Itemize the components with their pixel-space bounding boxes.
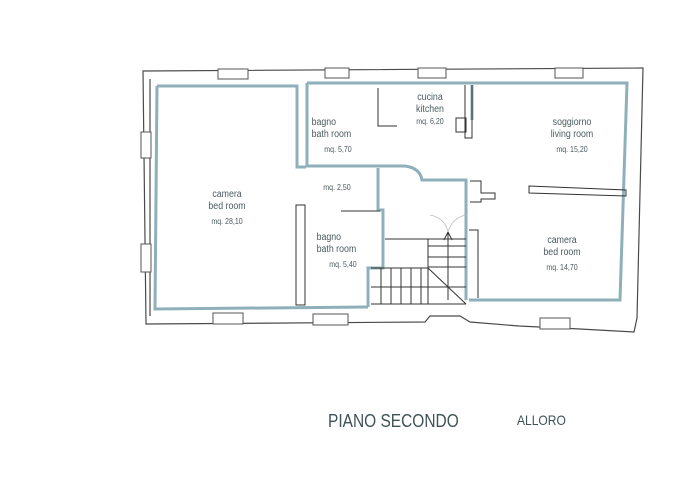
- room-label-camera-2: camera bed room mq. 14,70: [531, 235, 593, 274]
- room-label-camera-1: camera bed room mq. 28,10: [196, 189, 258, 228]
- room-area: mq. 5,40: [329, 260, 357, 269]
- room-label-bagno-1: bagno bath room mq. 5,70: [312, 117, 365, 156]
- room-name-en: bed room: [208, 201, 246, 212]
- inner-walls: [153, 81, 629, 311]
- windows: [140, 67, 584, 330]
- room-name-en: kitchen: [416, 104, 444, 115]
- room-label-disimpegno: mq. 2,50: [315, 182, 359, 194]
- room-area: mq. 5,70: [324, 145, 352, 154]
- room-name-it: soggiorno: [552, 117, 592, 128]
- door-swing: [429, 214, 467, 233]
- room-name-en: bed room: [543, 247, 581, 258]
- room-name-it: cucina: [417, 92, 443, 103]
- outer-walls: [142, 67, 644, 333]
- apartment-name: ALLORO: [517, 412, 566, 428]
- room-area: mq. 2,50: [323, 183, 351, 192]
- room-name-it: bagno: [311, 117, 337, 128]
- room-area: mq. 28,10: [211, 217, 243, 226]
- room-area: mq. 14,70: [546, 263, 578, 272]
- room-label-cucina: cucina kitchen mq. 6,20: [408, 92, 452, 128]
- room-area: mq. 15,20: [556, 145, 588, 154]
- room-name-en: living room: [550, 129, 594, 140]
- partitions: [295, 85, 627, 306]
- room-area: mq. 6,20: [416, 117, 444, 126]
- room-label-soggiorno: soggiorno living room mq. 15,20: [537, 117, 607, 156]
- room-name-it: camera: [212, 189, 242, 200]
- room-label-bagno-2: bagno bath room mq. 5,40: [317, 232, 370, 271]
- room-name-it: bagno: [316, 232, 342, 243]
- room-name-en: bath room: [316, 244, 357, 255]
- room-name-en: bath room: [311, 129, 352, 140]
- floor-title: PIANO SECONDO: [328, 411, 459, 431]
- room-name-it: camera: [547, 235, 577, 246]
